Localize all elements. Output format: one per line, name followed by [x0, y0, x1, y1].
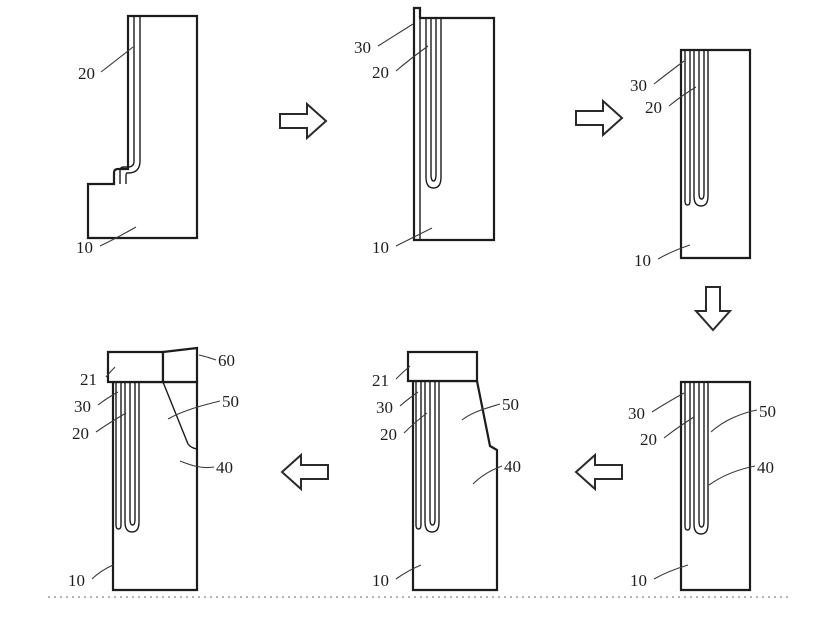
- panel-step-3: 30 20 10: [630, 48, 752, 270]
- sidewall-layer-lines: [684, 50, 691, 206]
- ref-label-60: 60: [218, 351, 235, 370]
- trench-liner-outer-u: [425, 18, 442, 189]
- ref-label-10: 10: [76, 238, 93, 257]
- leader-line-30: [651, 392, 685, 413]
- ref-label-20: 20: [640, 430, 657, 449]
- ref-label-10: 10: [372, 238, 389, 257]
- gate-cap-outline: [406, 350, 479, 383]
- leader-line-30: [97, 391, 119, 406]
- ref-label-30: 30: [628, 404, 645, 423]
- leader-line-10: [395, 564, 422, 580]
- leader-line-10: [653, 564, 689, 580]
- trench-liner-inner-u: [129, 382, 136, 526]
- panel-step-6: 21 30 20 60 50 40 10: [68, 346, 239, 592]
- leader-line-20: [663, 416, 695, 439]
- ref-label-20: 20: [645, 98, 662, 117]
- panel-step-4: 30 20 50 40 10: [628, 380, 776, 592]
- trench-liner-inner-u: [698, 50, 705, 200]
- leader-line-40: [472, 465, 503, 485]
- leader-line-30: [653, 60, 685, 85]
- leader-line-21: [105, 366, 116, 378]
- ref-label-40: 40: [504, 457, 521, 476]
- leader-line-20: [668, 86, 697, 107]
- leader-line-40: [708, 465, 756, 486]
- leader-line-40: [179, 460, 215, 469]
- sidewall-layer-lines: [115, 382, 122, 530]
- trench-liner-outer-u: [693, 50, 709, 207]
- ref-label-20: 20: [78, 64, 95, 83]
- flow-arrow-right-2: [575, 98, 624, 138]
- leader-line-30: [377, 23, 414, 47]
- ref-label-10: 10: [630, 571, 647, 590]
- ref-label-30: 30: [354, 38, 371, 57]
- ref-label-30: 30: [630, 76, 647, 95]
- ref-label-40: 40: [757, 458, 774, 477]
- ref-label-30: 30: [376, 398, 393, 417]
- trench-liner-inner-u: [429, 381, 436, 526]
- trench-liner-outer-u: [424, 381, 440, 533]
- flow-arrow-right-1: [279, 101, 328, 141]
- leader-line-20: [95, 412, 127, 433]
- ref-label-20: 20: [372, 63, 389, 82]
- leader-line-10: [99, 226, 137, 247]
- ref-label-20: 20: [380, 425, 397, 444]
- leader-line-60: [198, 354, 217, 361]
- leader-line-50: [710, 409, 758, 433]
- leader-line-30: [399, 391, 419, 407]
- ref-label-50: 50: [222, 392, 239, 411]
- panel-step-1: 20 10: [76, 14, 199, 257]
- ref-label-30: 30: [74, 397, 91, 416]
- sidewall-layer-lines: [684, 382, 691, 531]
- trench-liner-inner-u: [430, 18, 437, 182]
- panel-step-2: 30 20 10: [354, 6, 496, 257]
- leader-line-21: [395, 365, 411, 380]
- panel-step-5: 21 30 20 50 40 10: [372, 350, 521, 592]
- leader-line-50: [167, 400, 221, 420]
- trench-liner-inner-line: [119, 16, 135, 184]
- substrate-body-outline: [679, 380, 752, 592]
- ref-label-21: 21: [372, 371, 389, 390]
- top-layer-outline: [161, 346, 199, 384]
- ref-label-21: 21: [80, 370, 97, 389]
- trench-liner-outer-line: [125, 16, 141, 184]
- leader-line-10: [395, 227, 433, 247]
- flow-arrow-down: [693, 286, 733, 332]
- ref-label-10: 10: [372, 571, 389, 590]
- substrate-body-outline: [86, 14, 199, 240]
- substrate-body-outline: [679, 48, 752, 260]
- flow-arrow-left-1: [574, 452, 623, 492]
- ref-label-50: 50: [502, 395, 519, 414]
- leader-line-10: [91, 564, 114, 580]
- ref-label-10: 10: [68, 571, 85, 590]
- trench-liner-inner-u: [698, 382, 705, 528]
- trench-liner-outer-u: [124, 382, 140, 533]
- trench-liner-outer-u: [693, 382, 709, 535]
- leader-line-20: [100, 46, 134, 73]
- ref-label-20: 20: [72, 424, 89, 443]
- flow-arrow-left-2: [280, 452, 329, 492]
- leader-line-20: [403, 412, 428, 434]
- ref-label-40: 40: [216, 458, 233, 477]
- sidewall-layer-lines: [415, 381, 422, 530]
- leader-line-50: [461, 403, 501, 421]
- ref-label-50: 50: [759, 402, 776, 421]
- leader-line-10: [657, 244, 691, 260]
- leader-line-20: [395, 45, 429, 72]
- spacer-slant-line: [162, 381, 198, 450]
- ref-label-10: 10: [634, 251, 651, 270]
- gate-cap-outline: [106, 350, 165, 384]
